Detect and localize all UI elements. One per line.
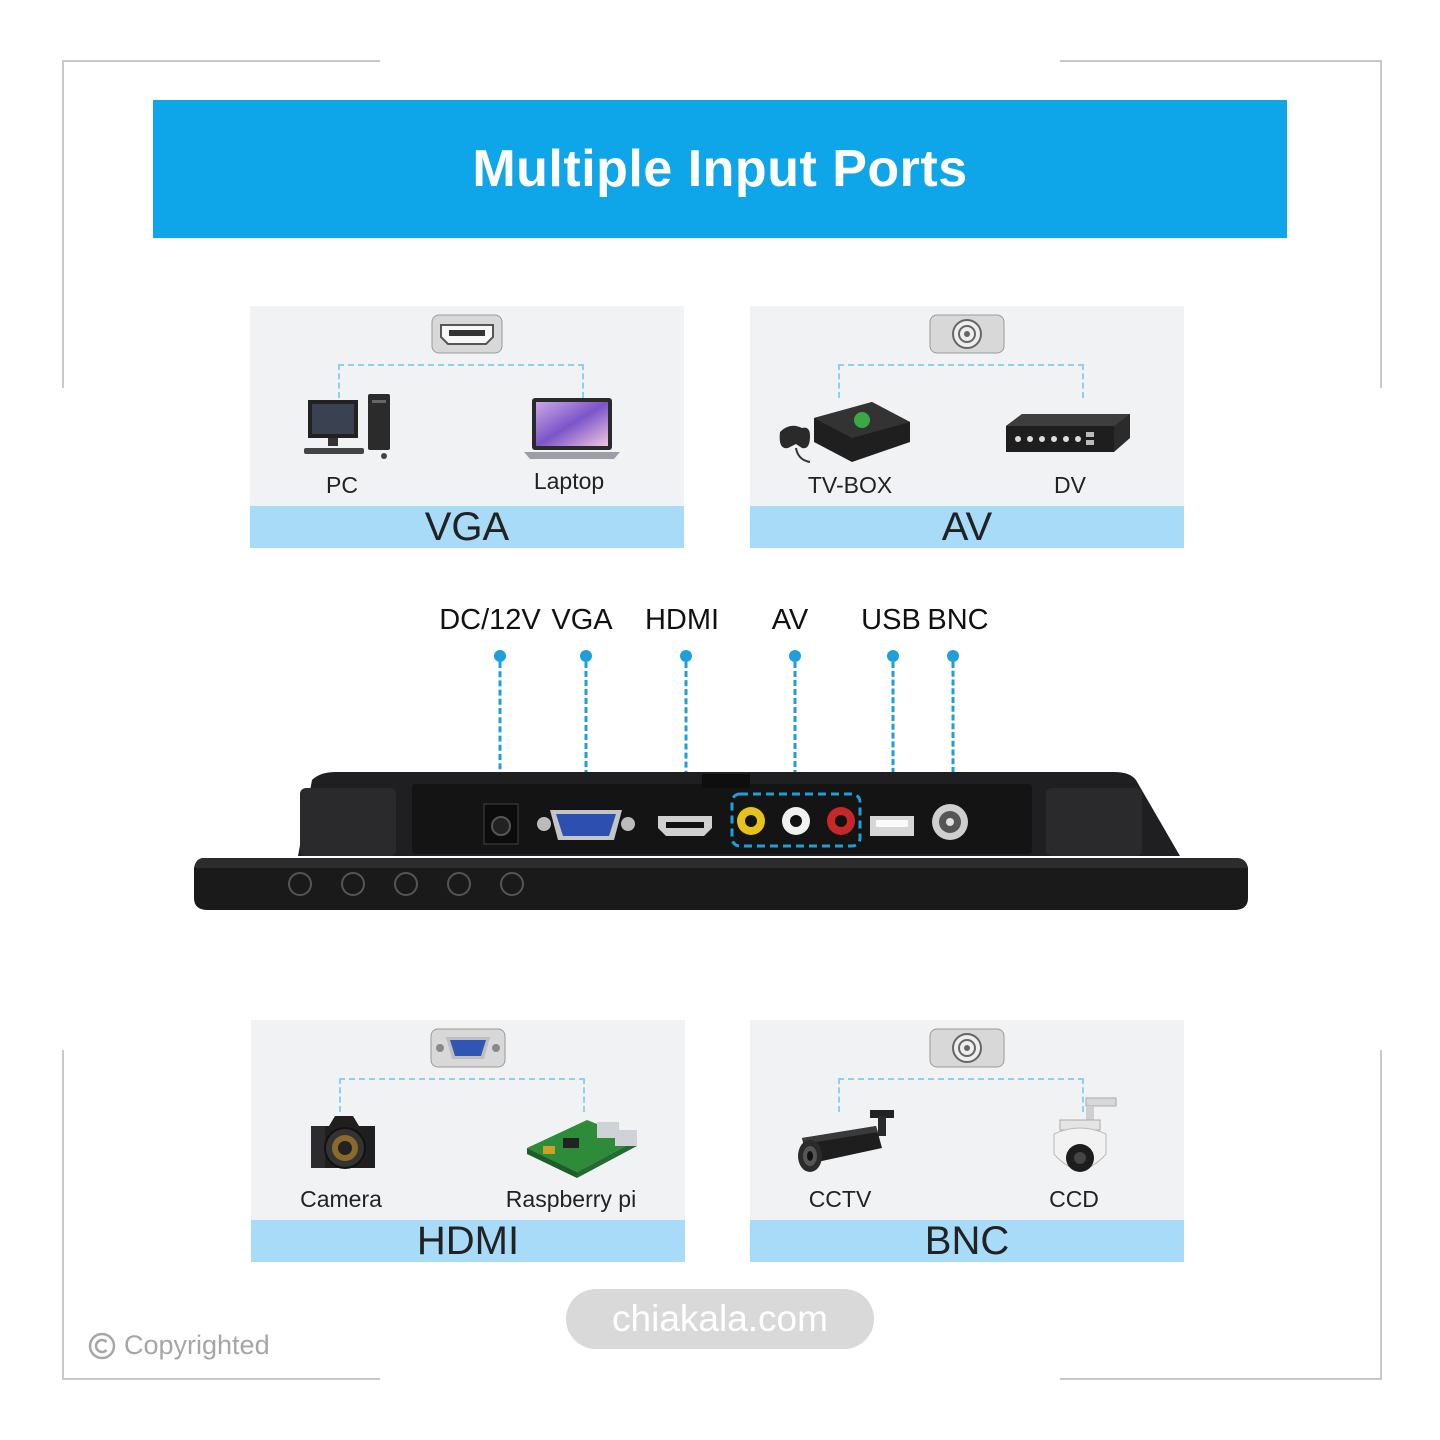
pointer-line-hdmi (684, 662, 688, 822)
card-bnc: CCTV CCD BNC (750, 1020, 1184, 1262)
port-label-usb: USB (861, 604, 921, 636)
connector-link-line (339, 1078, 585, 1112)
vga-connector-icon (430, 1028, 506, 1068)
pointer-dot-bnc (947, 650, 959, 662)
hdmi-connector-icon (431, 314, 503, 354)
pointer-line-dc (498, 662, 502, 806)
pointer-line-bnc (951, 662, 955, 808)
card-title-band: BNC (750, 1220, 1184, 1262)
pointer-dot-vga (580, 650, 592, 662)
pointer-dot-hdmi (680, 650, 692, 662)
frame-left-bottom (62, 1050, 64, 1380)
copyright-icon (88, 1332, 116, 1359)
card-title-bnc: BNC (924, 1219, 1010, 1263)
card-title-hdmi: HDMI (416, 1219, 520, 1263)
pointer-dot-av (789, 650, 801, 662)
title-banner: Multiple Input Ports (153, 100, 1287, 238)
watermark-text: chiakala.com (612, 1298, 828, 1339)
port-label-av: AV (771, 604, 809, 636)
card-av: TV-BOX DV AV (750, 306, 1184, 548)
card-vga: PC Laptop VGA (250, 306, 684, 548)
site-watermark: chiakala.com (566, 1289, 874, 1349)
card-title-band: AV (750, 506, 1184, 548)
pc-icon (304, 394, 390, 459)
bnc-connector-icon (929, 314, 1005, 354)
connector-link-line (838, 364, 1084, 398)
game-console-icon (779, 402, 910, 463)
port-label-vga: VGA (551, 604, 613, 636)
pointer-line-av (793, 662, 797, 794)
ptz-dome-camera-icon (1053, 1097, 1117, 1172)
frame-top-right (1060, 60, 1382, 62)
copyright-text: Copyrighted (124, 1330, 270, 1360)
frame-right-top (1380, 60, 1382, 388)
raspberry-pi-board-icon (527, 1120, 637, 1178)
port-label-bnc: BNC (927, 604, 989, 636)
pointer-line-vga (584, 662, 588, 812)
camera-icon (311, 1116, 375, 1169)
device-label-tv-box: TV-BOX (807, 472, 893, 498)
pointer-dot-usb (887, 650, 899, 662)
device-label-laptop: Laptop (533, 468, 605, 494)
page-title: Multiple Input Ports (472, 140, 968, 198)
device-label-pc: PC (326, 472, 358, 498)
card-title-vga: VGA (424, 505, 510, 549)
laptop-icon (524, 398, 620, 459)
pointer-dot-dc (494, 650, 506, 662)
frame-left-top (62, 60, 64, 388)
card-hdmi: Camera Raspberry pi HDMI (251, 1020, 685, 1262)
connector-link-line (838, 1078, 1084, 1112)
card-title-band: VGA (250, 506, 684, 548)
copyright-notice: Copyrighted (88, 1330, 270, 1361)
connector-link-line (338, 364, 584, 398)
monitor-rear-panel (194, 772, 1248, 910)
frame-bottom-left (62, 1378, 380, 1380)
bnc-connector-icon (929, 1028, 1005, 1068)
device-label-ccd: CCD (1049, 1186, 1099, 1212)
port-label-dc: DC/12V (439, 604, 541, 636)
card-title-av: AV (941, 505, 993, 549)
cctv-camera-icon (798, 1110, 894, 1172)
frame-top-left (62, 60, 380, 62)
frame-bottom-right (1060, 1378, 1382, 1380)
card-title-band: HDMI (251, 1220, 685, 1262)
device-label-dv: DV (1054, 472, 1086, 498)
pointer-line-usb (891, 662, 895, 818)
frame-right-bottom (1380, 1050, 1382, 1380)
device-label-cctv: CCTV (808, 1186, 872, 1212)
device-label-camera: Camera (300, 1186, 382, 1212)
dvr-device-icon (1006, 414, 1130, 452)
port-label-hdmi: HDMI (644, 604, 720, 636)
device-label-raspberry-pi: Raspberry pi (505, 1186, 637, 1212)
